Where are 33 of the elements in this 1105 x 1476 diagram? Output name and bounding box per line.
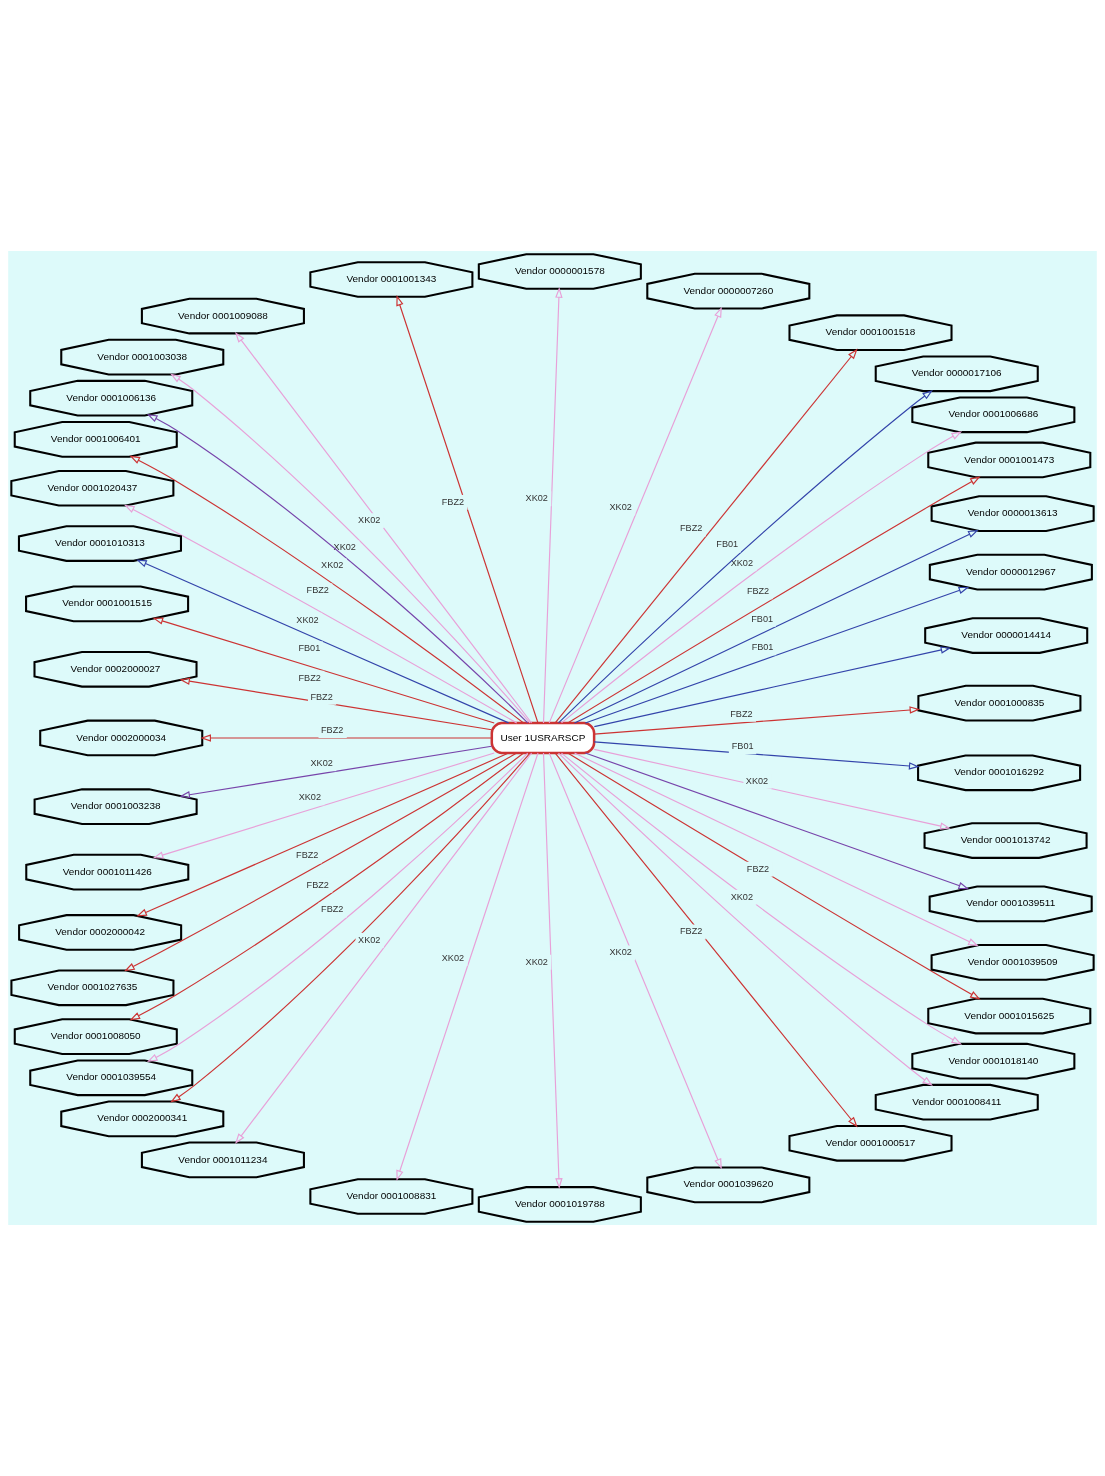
edge-label: XK02 xyxy=(358,934,381,945)
edge-label: XK02 xyxy=(525,956,548,967)
edge-label: FBZ2 xyxy=(296,850,319,861)
edge-label: XK02 xyxy=(321,560,344,571)
edge-label: FBZ2 xyxy=(321,724,344,735)
edge-label: XK02 xyxy=(333,542,356,553)
edge-label: FB01 xyxy=(731,741,754,752)
edge-label: FBZ2 xyxy=(310,691,333,702)
edge-label: XK02 xyxy=(525,493,548,504)
edge-label: FB01 xyxy=(298,643,321,654)
edge-label: FBZ2 xyxy=(680,523,703,534)
edge-label: XK02 xyxy=(310,758,333,769)
edge-label: FB01 xyxy=(751,613,774,624)
edge-label: XK02 xyxy=(745,775,769,786)
edge-label: FBZ2 xyxy=(746,863,770,874)
edge-label: FBZ2 xyxy=(321,904,344,915)
edge-label: FB01 xyxy=(716,539,739,550)
edge-label: XK02 xyxy=(609,502,632,513)
edge-label: XK02 xyxy=(296,614,319,625)
edge-label: XK02 xyxy=(730,891,754,902)
edge-label: XK02 xyxy=(609,947,632,958)
edge-label: FBZ2 xyxy=(441,496,465,507)
edge-label: FBZ2 xyxy=(730,708,753,719)
edge-label: XK02 xyxy=(358,515,381,526)
edge-label: FB01 xyxy=(751,642,774,653)
edge-label: XK02 xyxy=(298,792,321,803)
edge-label: FBZ2 xyxy=(680,926,703,937)
edge-label: FBZ2 xyxy=(306,879,329,890)
edge-label: XK02 xyxy=(441,952,465,963)
edge-label: XK02 xyxy=(730,558,754,569)
edge-label: FBZ2 xyxy=(746,586,770,597)
edge-label: FBZ2 xyxy=(298,672,321,683)
edge-label: FBZ2 xyxy=(306,585,329,596)
